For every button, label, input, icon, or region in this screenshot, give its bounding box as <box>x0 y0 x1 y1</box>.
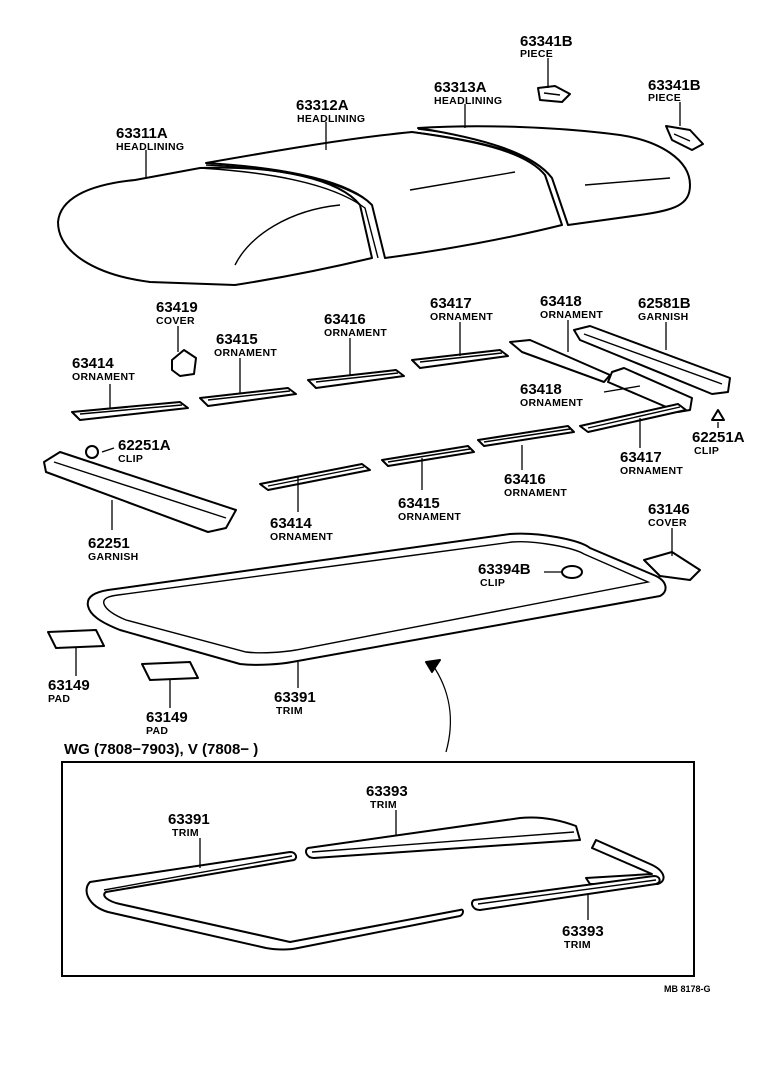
label-63149-center-number: 63149 <box>146 709 188 726</box>
label-63419-number: 63419 <box>156 299 198 316</box>
label-63419-name: COVER <box>156 315 195 327</box>
label-63416-top-number: 63416 <box>324 311 366 328</box>
label-63418-top-name: ORNAMENT <box>540 309 603 321</box>
inset-trim-assembly <box>85 816 665 951</box>
label-63414-bottom-name: ORNAMENT <box>270 531 333 543</box>
label-63149-center-name: PAD <box>146 725 168 737</box>
label-63313a-number: 63313A <box>434 79 487 96</box>
ornament-415-top-part <box>199 387 297 407</box>
trim-391-inset-part <box>85 851 464 951</box>
label-62581b-number: 62581B <box>638 295 691 312</box>
label-63394b-name: CLIP <box>480 577 505 589</box>
label-63393-top-name: TRIM <box>370 799 397 811</box>
label-63418-mid-name: ORNAMENT <box>520 397 583 409</box>
label-63341b-right-number: 63341B <box>648 77 701 94</box>
label-63417-bottom-number: 63417 <box>620 449 662 466</box>
label-63417-bottom-name: ORNAMENT <box>620 465 683 477</box>
leader-lines <box>75 58 719 920</box>
trim-391-main-part <box>86 532 667 666</box>
label-63149-left-name: PAD <box>48 693 70 705</box>
label-63416-bottom-number: 63416 <box>504 471 546 488</box>
part-labels: 63311A HEADLINING 63312A HEADLINING 6331… <box>48 33 745 994</box>
trim-393-top-part <box>305 816 581 859</box>
label-63391-inset-number: 63391 <box>168 811 210 828</box>
label-63394b-number: 63394B <box>478 561 531 578</box>
label-63312a-name: HEADLINING <box>297 113 365 125</box>
label-63341b-upper-name: PIECE <box>520 48 553 60</box>
label-63391-main-name: TRIM <box>276 705 303 717</box>
diagram-code: MB 8178-G <box>664 984 711 994</box>
label-63312a-number: 63312A <box>296 97 349 114</box>
label-62251a-left-number: 62251A <box>118 437 171 454</box>
label-63311a-number: 63311A <box>116 125 168 142</box>
label-63417-top-name: ORNAMENT <box>430 311 493 323</box>
label-62251-name: GARNISH <box>88 551 139 563</box>
clip-394-part <box>561 565 583 579</box>
label-62251-number: 62251 <box>88 535 130 552</box>
cover-146-part <box>643 551 701 581</box>
label-63146-number: 63146 <box>648 501 690 518</box>
label-63416-bottom-name: ORNAMENT <box>504 487 567 499</box>
garnish-251-part <box>43 451 237 533</box>
label-62581b-name: GARNISH <box>638 311 689 323</box>
label-63414-top-number: 63414 <box>72 355 114 372</box>
label-63415-top-name: ORNAMENT <box>214 347 277 359</box>
headlining-rear <box>417 125 691 226</box>
clip-251-left-part <box>85 445 99 459</box>
pad-center-part <box>141 661 199 681</box>
label-63417-top-number: 63417 <box>430 295 472 312</box>
label-62251a-right-number: 62251A <box>692 429 745 446</box>
label-63415-top-number: 63415 <box>216 331 258 348</box>
label-62251a-right-name: CLIP <box>694 445 719 457</box>
label-63393-bottom-number: 63393 <box>562 923 604 940</box>
ornament-416-top-part <box>307 369 405 389</box>
label-63149-left-number: 63149 <box>48 677 90 694</box>
headlining-middle <box>205 131 563 259</box>
label-63414-bottom-number: 63414 <box>270 515 312 532</box>
ornament-414-top-part <box>71 401 189 421</box>
label-63391-main-number: 63391 <box>274 689 316 706</box>
label-63415-bottom-number: 63415 <box>398 495 440 512</box>
label-63391-inset-name: TRIM <box>172 827 199 839</box>
label-63146-name: COVER <box>648 517 687 529</box>
label-63393-top-number: 63393 <box>366 783 408 800</box>
label-63414-top-name: ORNAMENT <box>72 371 135 383</box>
inset-header: WG (7808−7903), V (7808− ) <box>64 741 258 758</box>
label-62251a-left-name: CLIP <box>118 453 143 465</box>
label-63341b-upper-number: 63341B <box>520 33 573 50</box>
headlining-front <box>57 166 373 286</box>
label-63415-bottom-name: ORNAMENT <box>398 511 461 523</box>
ornament-418-mid-part <box>607 367 693 413</box>
label-63418-top-number: 63418 <box>540 293 582 310</box>
cover-419-part <box>171 349 197 377</box>
label-63416-top-name: ORNAMENT <box>324 327 387 339</box>
label-63311a-name: HEADLINING <box>116 141 184 153</box>
trim-393-bottom-part <box>471 875 661 911</box>
ornament-418-top-part <box>509 339 611 383</box>
pad-left-part <box>47 629 105 649</box>
clip-251-right-part <box>711 409 725 421</box>
inset-frame <box>61 761 695 977</box>
label-63393-bottom-name: TRIM <box>564 939 591 951</box>
label-63418-mid-number: 63418 <box>520 381 562 398</box>
label-63341b-right-name: PIECE <box>648 92 681 104</box>
headlining-assembly <box>57 125 691 286</box>
garnish-581-part <box>573 325 731 395</box>
label-63313a-name: HEADLINING <box>434 95 502 107</box>
